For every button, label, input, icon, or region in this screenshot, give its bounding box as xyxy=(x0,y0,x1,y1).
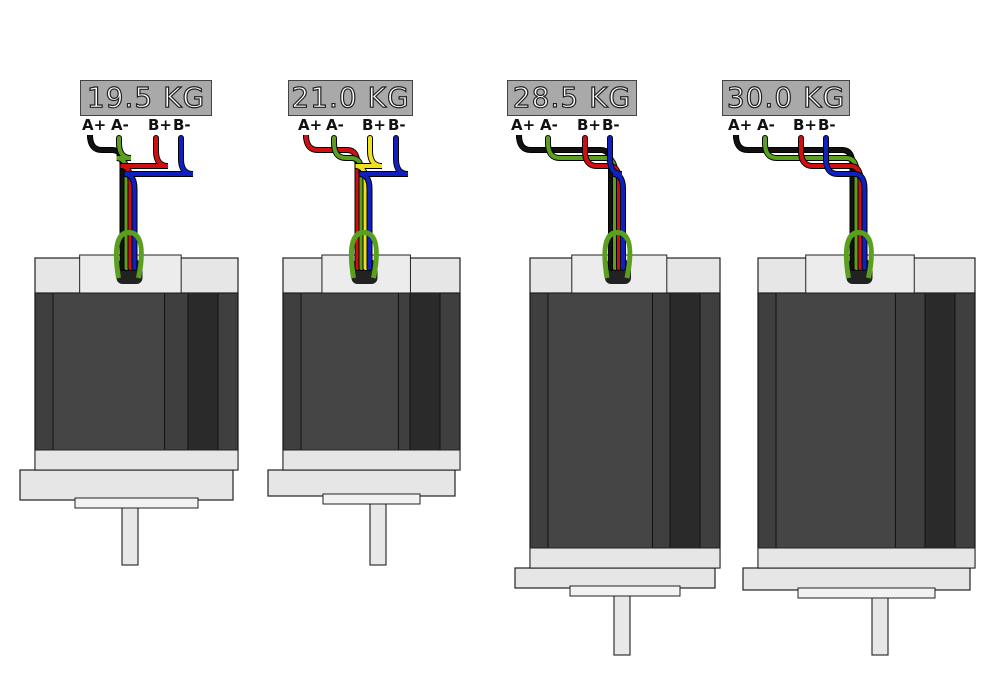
motor-3-weight-label: 28.5 KG xyxy=(507,80,637,116)
motor-4-pin-label: A- xyxy=(757,116,775,134)
wire-A- xyxy=(763,136,859,270)
front-end-cap xyxy=(757,547,976,569)
motor-1-weight-label: 19.5 KG xyxy=(80,80,212,116)
motor-1-pin-label: A+ xyxy=(82,116,107,134)
flange-boss xyxy=(569,585,681,597)
front-end-cap xyxy=(34,449,239,471)
front-end-cap xyxy=(282,449,461,471)
body-face xyxy=(300,292,399,471)
wire-loop xyxy=(843,230,874,279)
motor-4-pin-label: A+ xyxy=(728,116,753,134)
body-corner xyxy=(669,292,701,569)
motor-4-pin-label: B- xyxy=(818,116,836,134)
wire-outline xyxy=(359,135,409,271)
front-flange xyxy=(267,469,456,497)
wire-B- xyxy=(608,136,625,270)
front-flange xyxy=(19,469,234,501)
body-face xyxy=(547,292,653,569)
motor-3-pin-label: A- xyxy=(540,116,558,134)
motor-2-pin-label: B- xyxy=(388,116,406,134)
body-corner xyxy=(409,292,441,471)
wire-outline xyxy=(733,134,856,271)
motor-4-weight-label: 30.0 KG xyxy=(722,80,850,116)
motor-4-pin-label: B+ xyxy=(793,116,818,134)
body-face xyxy=(775,292,896,569)
motor-2-pin-label: A- xyxy=(326,116,344,134)
motor-3-pin-label: A+ xyxy=(511,116,536,134)
motor-2-pin-label: A+ xyxy=(298,116,323,134)
body-corner xyxy=(924,292,956,569)
motor-3-pin-label: B+ xyxy=(577,116,602,134)
body-face xyxy=(52,292,166,471)
wire-A+ xyxy=(734,134,855,270)
motor-2-weight-label: 21.0 KG xyxy=(288,80,413,116)
flange-boss xyxy=(797,587,936,599)
motor-2-pin-label: B+ xyxy=(362,116,387,134)
motor-shaft xyxy=(121,506,139,566)
wire-outline xyxy=(516,134,614,271)
wire-loop xyxy=(348,230,379,279)
motor-shaft xyxy=(613,594,631,656)
front-flange xyxy=(514,567,716,589)
flange-boss xyxy=(74,497,199,509)
motor-1-pin-label: B+ xyxy=(148,116,173,134)
wire-B- xyxy=(824,136,867,270)
wire-A+ xyxy=(517,134,613,270)
motor-1-pin-label: B- xyxy=(173,116,191,134)
front-end-cap xyxy=(529,547,721,569)
motor-shaft xyxy=(871,596,889,656)
wire-B- xyxy=(359,136,409,270)
front-flange xyxy=(742,567,971,591)
wire-B- xyxy=(124,136,194,270)
motor-1-pin-label: A- xyxy=(111,116,129,134)
wire-loop xyxy=(113,230,144,279)
motor-3-pin-label: B- xyxy=(602,116,620,134)
wire-loop xyxy=(602,230,633,279)
flange-boss xyxy=(322,493,421,505)
motor-shaft xyxy=(369,502,387,566)
body-corner xyxy=(187,292,219,471)
